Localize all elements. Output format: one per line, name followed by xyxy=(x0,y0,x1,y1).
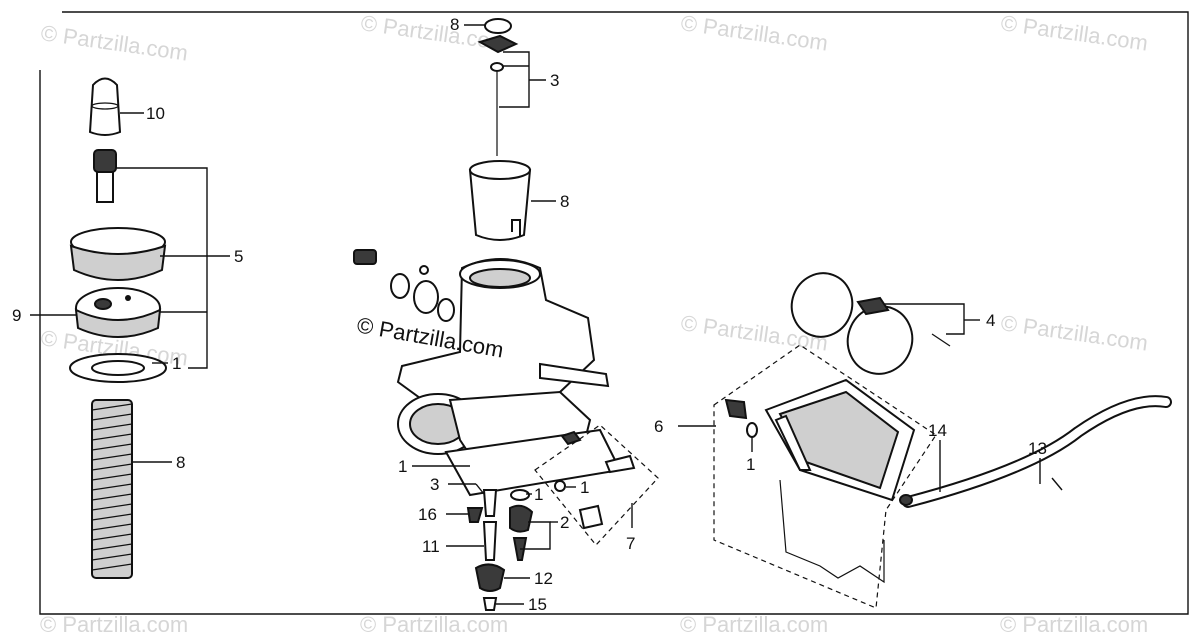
top-ring-body xyxy=(69,244,167,281)
watermark-layer: © Partzilla.com © Partzilla.com © Partzi… xyxy=(39,10,1149,637)
callout-1-gasket: 1 xyxy=(172,354,181,373)
choke-lever xyxy=(539,362,610,388)
callout-6-float-bowl: 6 xyxy=(654,417,663,436)
jet-kit-outline xyxy=(534,424,659,546)
watermark-text: © Partzilla.com xyxy=(680,612,828,637)
callout-14-clip: 14 xyxy=(928,421,947,440)
callout-11-main-jet: 11 xyxy=(422,537,440,556)
callout-15-screw: 15 xyxy=(528,595,547,614)
callout-1-body-gasket: 1 xyxy=(398,457,407,476)
callout-7-jet-kit: 7 xyxy=(626,534,635,553)
callout-1-o-ring: 1 xyxy=(534,485,543,504)
callout-3-jet-needle: 3 xyxy=(550,71,559,90)
float-bowl-outline xyxy=(713,344,937,609)
callout-labels: 8 3 8 10 5 9 1 8 4 6 1 14 13 1 3 1 1 16 … xyxy=(12,15,1047,614)
callout-5-top-ring: 5 xyxy=(234,247,243,266)
main-jet xyxy=(482,489,498,517)
watermark-text: © Partzilla.com xyxy=(999,310,1149,355)
callout-16-pilot-jet: 16 xyxy=(418,505,437,524)
watermark-text: © Partzilla.com xyxy=(360,612,508,637)
callout-9-top-set: 9 xyxy=(12,306,21,325)
watermark-text: © Partzilla.com xyxy=(1000,612,1148,637)
watermark-text: © Partzilla.com xyxy=(999,10,1149,55)
float-right xyxy=(846,305,914,375)
diagram-frame xyxy=(39,11,1189,615)
callout-1-bowl-washer: 1 xyxy=(746,455,755,474)
callout-2-float-valve: 2 xyxy=(560,513,569,532)
float-valve-seat xyxy=(509,504,534,533)
adjuster-thread xyxy=(96,171,114,203)
callout-4-float: 4 xyxy=(986,311,995,330)
watermark-text: © Partzilla.com xyxy=(679,10,829,55)
left-assembly xyxy=(30,77,230,579)
callout-1-kit-washer: 1 xyxy=(580,478,589,497)
float-left xyxy=(790,272,854,338)
callout-10-cap: 10 xyxy=(146,104,165,123)
watermark-text: © Partzilla.com xyxy=(359,10,509,55)
adjuster-screw xyxy=(93,149,117,173)
callout-8-throttle-slide: 8 xyxy=(560,192,569,211)
callout-13-tube: 13 xyxy=(1028,439,1047,458)
rubber-cap xyxy=(88,77,122,136)
callout-8-needle-clip: 8 xyxy=(450,15,459,34)
watermark-text: © Partzilla.com xyxy=(40,612,188,637)
callout-3-needle-jet: 3 xyxy=(430,475,439,494)
right-assembly xyxy=(678,272,1172,609)
callout-12-drain-plug: 12 xyxy=(534,569,553,588)
callout-8-spring: 8 xyxy=(176,453,185,472)
center-assembly xyxy=(353,18,659,611)
needle-clip-plate xyxy=(484,18,512,34)
drain-plug xyxy=(474,563,506,592)
throttle-valve-spring xyxy=(91,399,133,579)
watermark-text: © Partzilla.com xyxy=(39,20,189,65)
